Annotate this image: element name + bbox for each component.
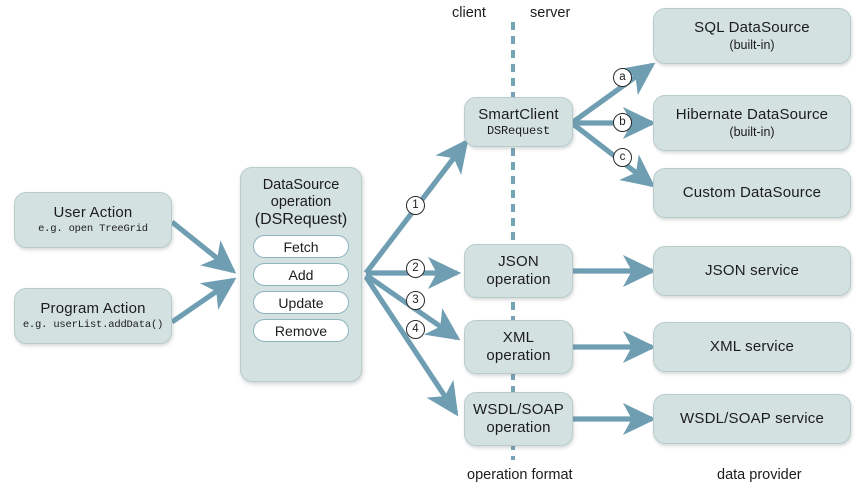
node-xml-service[interactable]: XML service — [653, 322, 851, 372]
node-custom-datasource[interactable]: Custom DataSource — [653, 168, 851, 218]
datasource-operation-list: Fetch Add Update Remove — [241, 235, 361, 342]
footer-label-data-provider: data provider — [717, 467, 802, 483]
marker-step-4: 4 — [406, 320, 425, 339]
node-hibernate-datasource[interactable]: Hibernate DataSource (built-in) — [653, 95, 851, 151]
wsdl-operation-line2: operation — [486, 419, 551, 436]
client-server-divider — [511, 22, 515, 460]
marker-step-1: 1 — [406, 196, 425, 215]
node-xml-operation[interactable]: XML operation — [464, 320, 573, 374]
datasource-heading: DataSource operation (DSRequest) — [241, 168, 361, 229]
wsdl-service-line1: WSDL/SOAP service — [680, 410, 824, 427]
node-program-action[interactable]: Program Action e.g. userList.addData() — [14, 288, 172, 344]
sql-datasource-line2: (built-in) — [729, 38, 775, 52]
node-json-service[interactable]: JSON service — [653, 246, 851, 296]
node-program-action-subtitle: e.g. userList.addData() — [22, 319, 164, 331]
header-label-server: server — [530, 5, 571, 21]
marker-step-c: c — [613, 148, 632, 167]
footer-label-operation-format: operation format — [467, 467, 573, 483]
node-json-operation[interactable]: JSON operation — [464, 244, 573, 298]
node-datasource-operation[interactable]: DataSource operation (DSRequest) Fetch A… — [240, 167, 362, 382]
node-program-action-title: Program Action — [40, 300, 146, 317]
datasource-subtitle: (DSRequest) — [254, 211, 348, 228]
xml-operation-line1: XML — [502, 329, 535, 346]
operation-pill-update[interactable]: Update — [253, 291, 349, 314]
node-wsdl-soap-service[interactable]: WSDL/SOAP service — [653, 394, 851, 444]
datasource-title-line2: operation — [270, 194, 332, 210]
xml-operation-line2: operation — [486, 347, 551, 364]
hibernate-datasource-line2: (built-in) — [729, 125, 775, 139]
node-user-action[interactable]: User Action e.g. open TreeGrid — [14, 192, 172, 248]
custom-datasource-line1: Custom DataSource — [682, 184, 822, 201]
wsdl-operation-line1: WSDL/SOAP — [473, 401, 564, 418]
header-label-client: client — [452, 5, 486, 21]
operation-pill-remove[interactable]: Remove — [253, 319, 349, 342]
marker-step-a: a — [613, 68, 632, 87]
node-user-action-subtitle: e.g. open TreeGrid — [38, 223, 148, 235]
marker-step-2: 2 — [406, 259, 425, 278]
node-sql-datasource[interactable]: SQL DataSource (built-in) — [653, 8, 851, 64]
smartclient-subtitle: DSRequest — [486, 124, 550, 138]
node-user-action-title: User Action — [53, 204, 133, 221]
xml-service-line1: XML service — [709, 338, 795, 355]
operation-pill-fetch[interactable]: Fetch — [253, 235, 349, 258]
node-wsdl-soap-operation[interactable]: WSDL/SOAP operation — [464, 392, 573, 446]
smartclient-title: SmartClient — [478, 106, 559, 123]
json-service-line1: JSON service — [704, 262, 800, 279]
hibernate-datasource-line1: Hibernate DataSource — [675, 106, 829, 123]
marker-step-3: 3 — [406, 291, 425, 310]
datasource-title-line1: DataSource — [262, 177, 340, 193]
marker-step-b: b — [613, 113, 632, 132]
operation-pill-add[interactable]: Add — [253, 263, 349, 286]
sql-datasource-line1: SQL DataSource — [694, 19, 810, 36]
json-operation-line1: JSON — [498, 253, 539, 270]
json-operation-line2: operation — [486, 271, 551, 288]
node-smartclient-dsrequest[interactable]: SmartClient DSRequest — [464, 97, 573, 147]
